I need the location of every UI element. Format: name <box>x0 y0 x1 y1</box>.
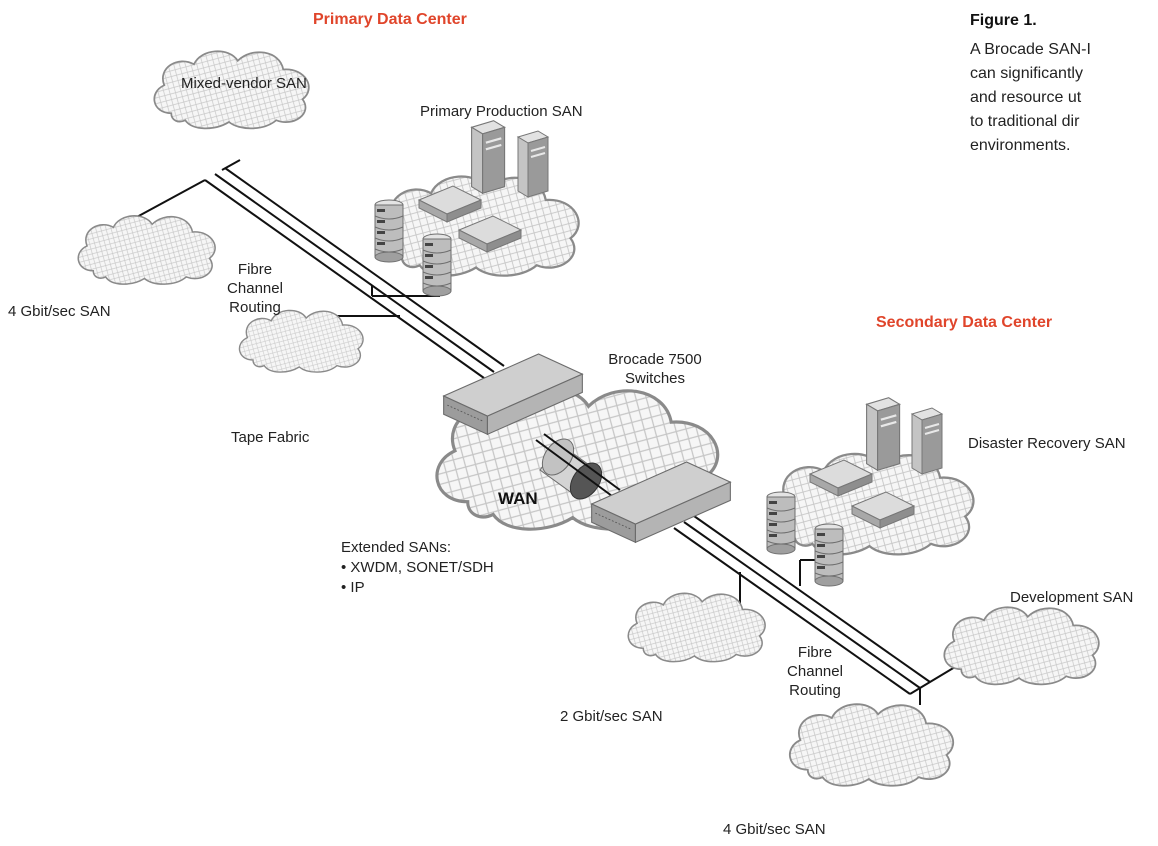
brocade-switches-label: Brocade 7500 Switches <box>600 350 710 388</box>
server-tower-icon <box>910 406 944 476</box>
server-tower-icon <box>865 396 901 472</box>
secondary-data-center-title: Secondary Data Center <box>876 314 1053 331</box>
figure-caption-line: A Brocade SAN-I <box>970 41 1091 58</box>
brocade-switches-line-1: Brocade 7500 <box>608 351 702 368</box>
mixed-vendor-san-label: Mixed-vendor SAN <box>181 75 307 92</box>
disaster-recovery-san-label: Disaster Recovery SAN <box>968 435 1126 452</box>
fcr-left-label: Fibre Channel Routing <box>215 260 295 317</box>
fcr-right-line-3: Routing <box>789 682 841 699</box>
tape-fabric-cloud <box>238 309 364 373</box>
san-4gbit-bottom-cloud <box>788 703 955 787</box>
server-tower-icon <box>516 129 550 199</box>
extended-sans-item: • IP <box>341 579 365 596</box>
san-2gbit-label: 2 Gbit/sec SAN <box>560 708 663 725</box>
tape-fabric-label: Tape Fabric <box>231 429 310 446</box>
primary-data-center-title: Primary Data Center <box>313 11 467 28</box>
brocade-switches-line-2: Switches <box>624 370 686 387</box>
wan-label: WAN <box>498 489 538 508</box>
fcr-left-line-1: Fibre <box>237 261 273 278</box>
extended-sans-item: • XWDM, SONET/SDH <box>341 559 494 576</box>
storage-array-icon <box>374 199 404 263</box>
fcr-left-line-3: Routing <box>229 299 281 316</box>
fcr-right-line-2: Channel <box>787 663 843 680</box>
development-san-cloud <box>943 606 1100 686</box>
san-4gbit-left-cloud <box>77 214 216 285</box>
san-4gbit-left-label: 4 Gbit/sec SAN <box>8 303 111 320</box>
storage-array-icon <box>766 491 796 555</box>
figure-caption-line: environments. <box>970 137 1071 154</box>
primary-production-san-label: Primary Production SAN <box>420 103 583 120</box>
server-tower-icon <box>470 119 506 195</box>
san-4gbit-bottom-label: 4 Gbit/sec SAN <box>723 821 826 838</box>
development-san-label: Development SAN <box>1010 589 1134 606</box>
fcr-right-label: Fibre Channel Routing <box>770 643 860 700</box>
fcr-right-line-1: Fibre <box>797 644 833 661</box>
wan-tunnel-icon <box>535 433 621 500</box>
extended-sans-title: Extended SANs: <box>341 539 452 556</box>
fcr-left-line-2: Channel <box>227 280 283 297</box>
figure-caption-line: to traditional dir <box>970 113 1080 130</box>
storage-array-icon <box>814 523 844 587</box>
figure-caption-line: and resource ut <box>970 89 1082 106</box>
figure-caption-title: Figure 1. <box>970 12 1037 29</box>
storage-array-icon <box>422 233 452 297</box>
san-2gbit-cloud <box>627 592 766 663</box>
figure-caption-line: can significantly <box>970 65 1083 82</box>
extended-sans-block: Extended SANs: • XWDM, SONET/SDH • IP <box>341 538 494 598</box>
